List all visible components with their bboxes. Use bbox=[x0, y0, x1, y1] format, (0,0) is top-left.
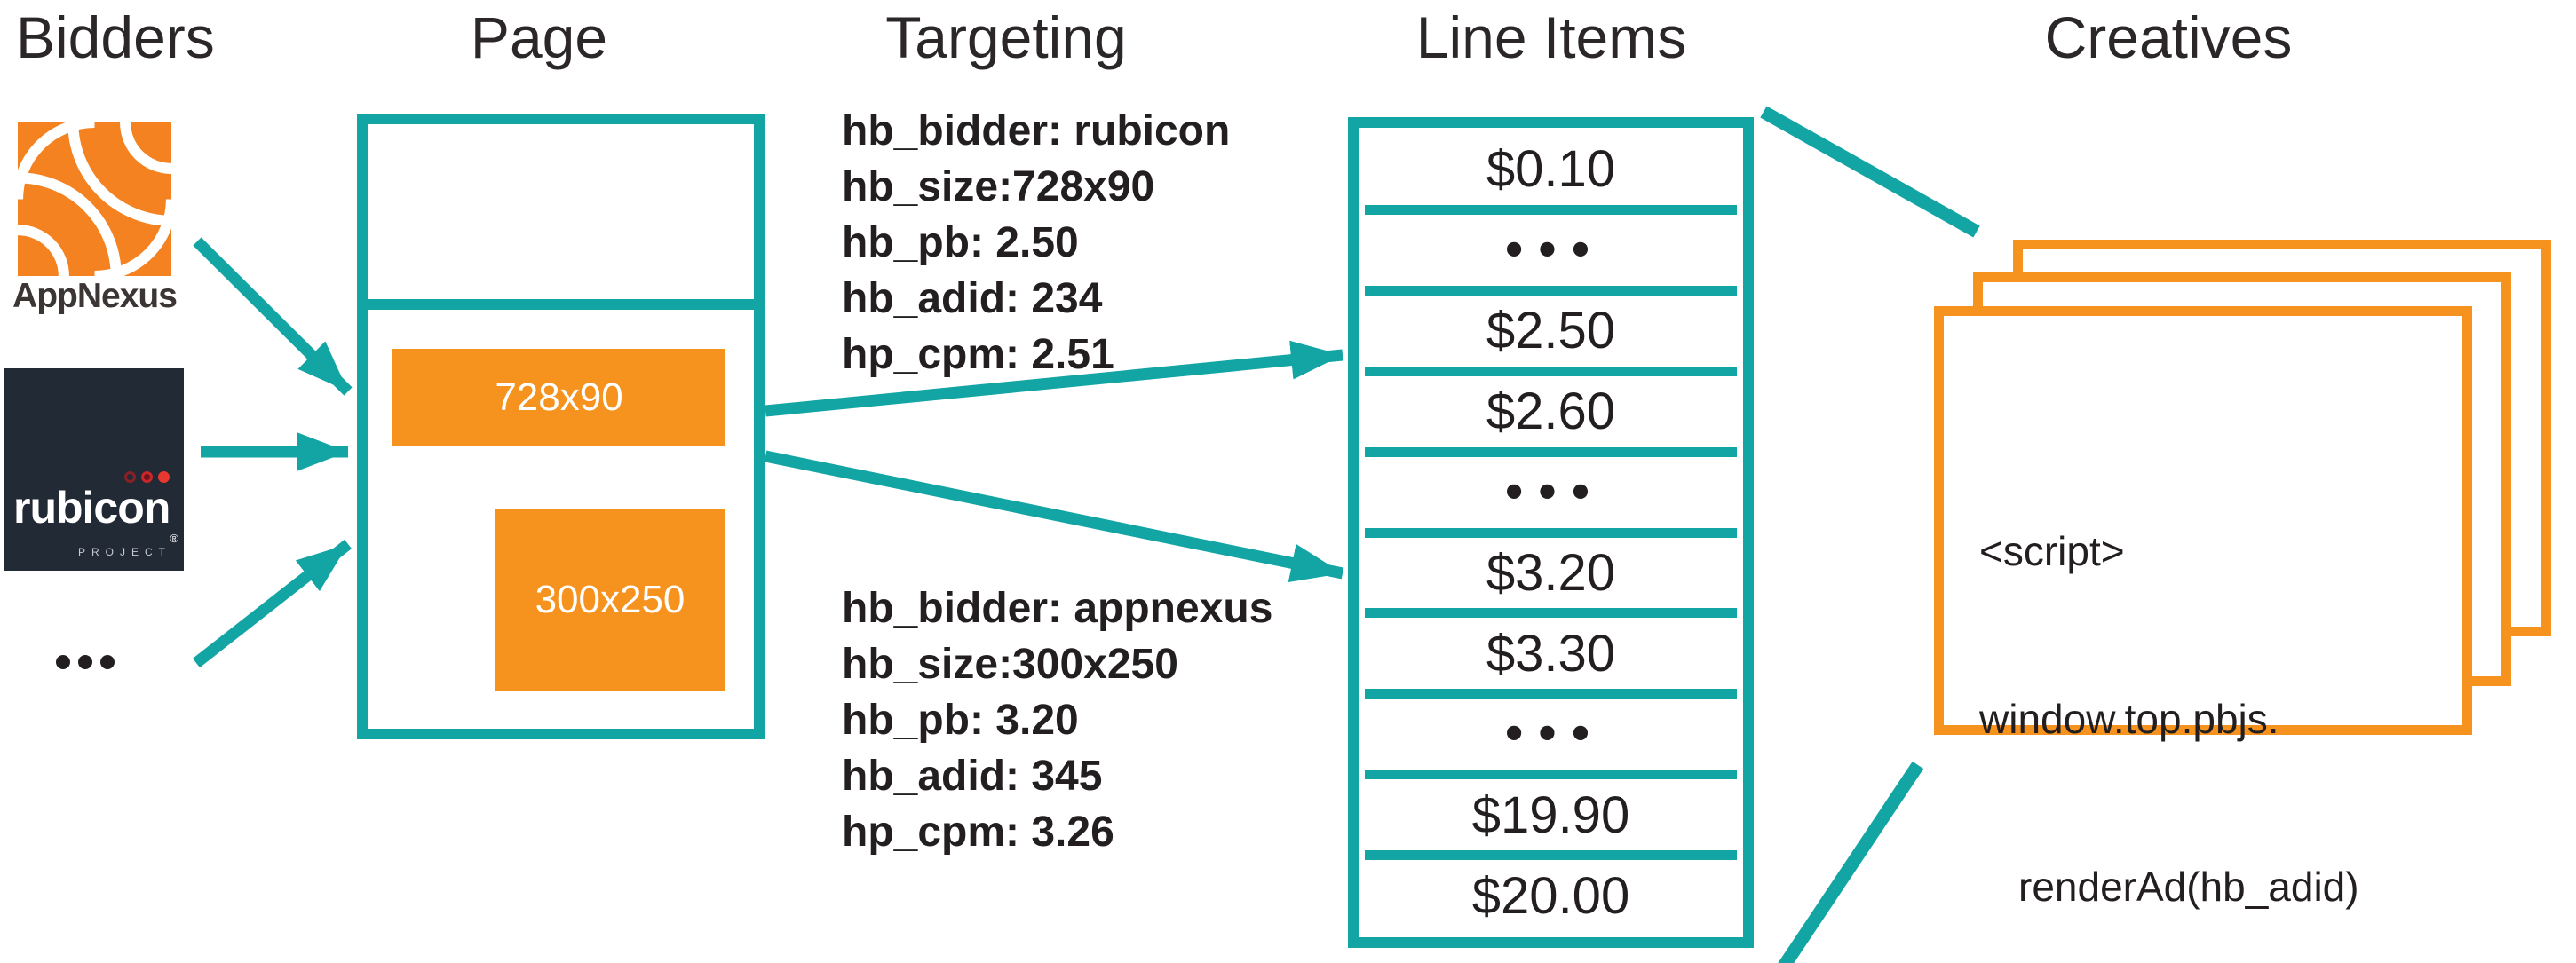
targeting-block-appnexus: hb_bidder: appnexus hb_size:300x250 hb_p… bbox=[842, 580, 1272, 860]
script-line: renderAd(hb_adid) bbox=[2018, 864, 2359, 910]
page-wireframe: 728x90 300x250 bbox=[357, 114, 765, 739]
line-item-row-ellipsis: ••• bbox=[1365, 446, 1737, 528]
line-lineitems-bottom-to-creatives bbox=[1778, 761, 1924, 963]
more-bidders-ellipsis-icon bbox=[56, 655, 115, 669]
line-item-row-ellipsis: ••• bbox=[1365, 689, 1737, 770]
appnexus-logo-icon bbox=[18, 122, 171, 276]
targeting-block-rubicon: hb_bidder: rubicon hb_size:728x90 hb_pb:… bbox=[842, 103, 1230, 383]
targeting-line: hb_adid: 234 bbox=[842, 275, 1103, 322]
arrow-300x250-to-line-item bbox=[764, 450, 1344, 583]
appnexus-label: AppNexus bbox=[12, 277, 178, 315]
targeting-line: hb_bidder: appnexus bbox=[842, 585, 1273, 632]
targeting-line: hb_bidder: rubicon bbox=[842, 107, 1231, 154]
line-items-table: $0.10 ••• $2.50 $2.60 ••• $3.20 $3.30 ••… bbox=[1348, 117, 1754, 948]
targeting-line: hb_pb: 3.20 bbox=[842, 697, 1079, 744]
line-item-row: $2.60 bbox=[1365, 366, 1737, 447]
line-lineitems-top-to-creatives bbox=[1760, 106, 1980, 238]
column-title-bidders: Bidders bbox=[16, 4, 215, 70]
ad-slot-728x90: 728x90 bbox=[392, 349, 725, 446]
line-item-row: $3.30 bbox=[1365, 608, 1737, 690]
column-title-line-items: Line Items bbox=[1415, 4, 1687, 70]
targeting-line: hb_size:728x90 bbox=[842, 163, 1155, 210]
creative-card-front: <script> window.top.pbjs. renderAd(hb_ad… bbox=[1934, 306, 2472, 910]
ad-slot-300x250: 300x250 bbox=[495, 509, 725, 691]
rubicon-project-label: PROJECT bbox=[77, 546, 171, 558]
rubicon-dots-icon bbox=[124, 471, 170, 483]
column-title-creatives: Creatives bbox=[2044, 4, 2293, 70]
line-item-row: $2.50 bbox=[1365, 285, 1737, 367]
targeting-line: hb_size:300x250 bbox=[842, 641, 1178, 688]
arrow-more-bidders-to-page bbox=[192, 539, 353, 668]
rubicon-project-logo: rubicon ® PROJECT bbox=[4, 368, 184, 571]
targeting-line: hb_adid: 345 bbox=[842, 753, 1103, 800]
line-item-row-ellipsis: ••• bbox=[1365, 204, 1737, 286]
line-item-row: $3.20 bbox=[1365, 527, 1737, 609]
targeting-line: hp_cpm: 2.51 bbox=[842, 331, 1114, 378]
script-line: <script> bbox=[1979, 528, 2125, 574]
page-header-divider bbox=[368, 299, 754, 310]
targeting-line: hp_cpm: 3.26 bbox=[842, 809, 1114, 856]
column-title-page: Page bbox=[470, 4, 608, 70]
column-title-targeting: Targeting bbox=[885, 4, 1127, 70]
creative-script-snippet: <script> window.top.pbjs. renderAd(hb_ad… bbox=[1979, 412, 2359, 963]
line-item-row: $19.90 bbox=[1365, 770, 1737, 851]
script-line: window.top.pbjs. bbox=[1979, 696, 2279, 742]
rubicon-wordmark: rubicon bbox=[13, 483, 170, 533]
targeting-line: hb_pb: 2.50 bbox=[842, 219, 1079, 266]
arrow-appnexus-to-page bbox=[193, 237, 353, 396]
line-item-row: $20.00 bbox=[1365, 850, 1737, 932]
line-item-row: $0.10 bbox=[1365, 134, 1737, 205]
registered-mark: ® bbox=[170, 532, 178, 545]
